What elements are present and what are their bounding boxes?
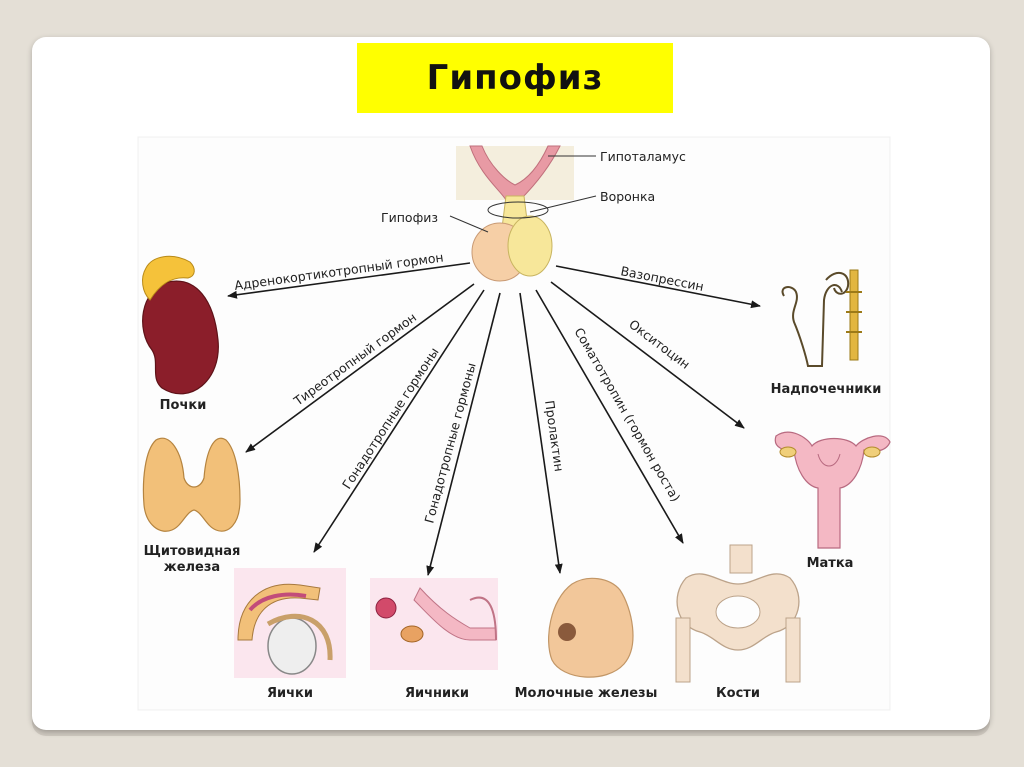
thyroid-illustration: [142, 437, 241, 532]
label-adrenals: Надпочечники: [771, 382, 882, 397]
label-mammary: Молочные железы: [515, 686, 658, 701]
arrow-testes: [313, 289, 485, 553]
arrow-uterus: [550, 281, 745, 429]
label-hypothalamus: Гипоталамус: [600, 149, 686, 164]
ovaries-illustration: [370, 578, 498, 670]
label-ovaries: Яичники: [405, 686, 469, 701]
uterus-illustration: [774, 431, 891, 549]
label-thyroid-line1: Щитовидная: [144, 544, 241, 559]
arrow-kidneys: [227, 262, 471, 299]
adrenals-illustration: [781, 269, 862, 367]
label-uterus: Матка: [807, 556, 854, 571]
label-testes: Яички: [267, 686, 313, 701]
kidney-illustration: [142, 255, 219, 395]
arrow-mammary: [519, 292, 563, 574]
mammary-illustration: [548, 577, 634, 678]
label-infundibulum: Воронка: [600, 189, 655, 204]
arrow-adrenals: [555, 265, 761, 309]
arrow-bones: [535, 289, 684, 544]
slide-title: Гипофиз: [426, 58, 604, 98]
pituitary-leader: [449, 215, 489, 233]
label-kidneys: Почки: [160, 398, 207, 413]
arrow-thyroid: [245, 283, 475, 453]
title-box: Гипофиз: [357, 43, 673, 113]
pituitary-illustration: [456, 145, 574, 282]
testes-illustration: [234, 568, 346, 678]
arrow-ovaries: [426, 292, 501, 576]
label-pituitary: Гипофиз: [381, 210, 438, 225]
bones-illustration: [675, 544, 801, 683]
label-bones: Кости: [716, 686, 760, 701]
infundibulum-leader: [529, 195, 597, 213]
label-thyroid-line2: железа: [164, 560, 220, 575]
